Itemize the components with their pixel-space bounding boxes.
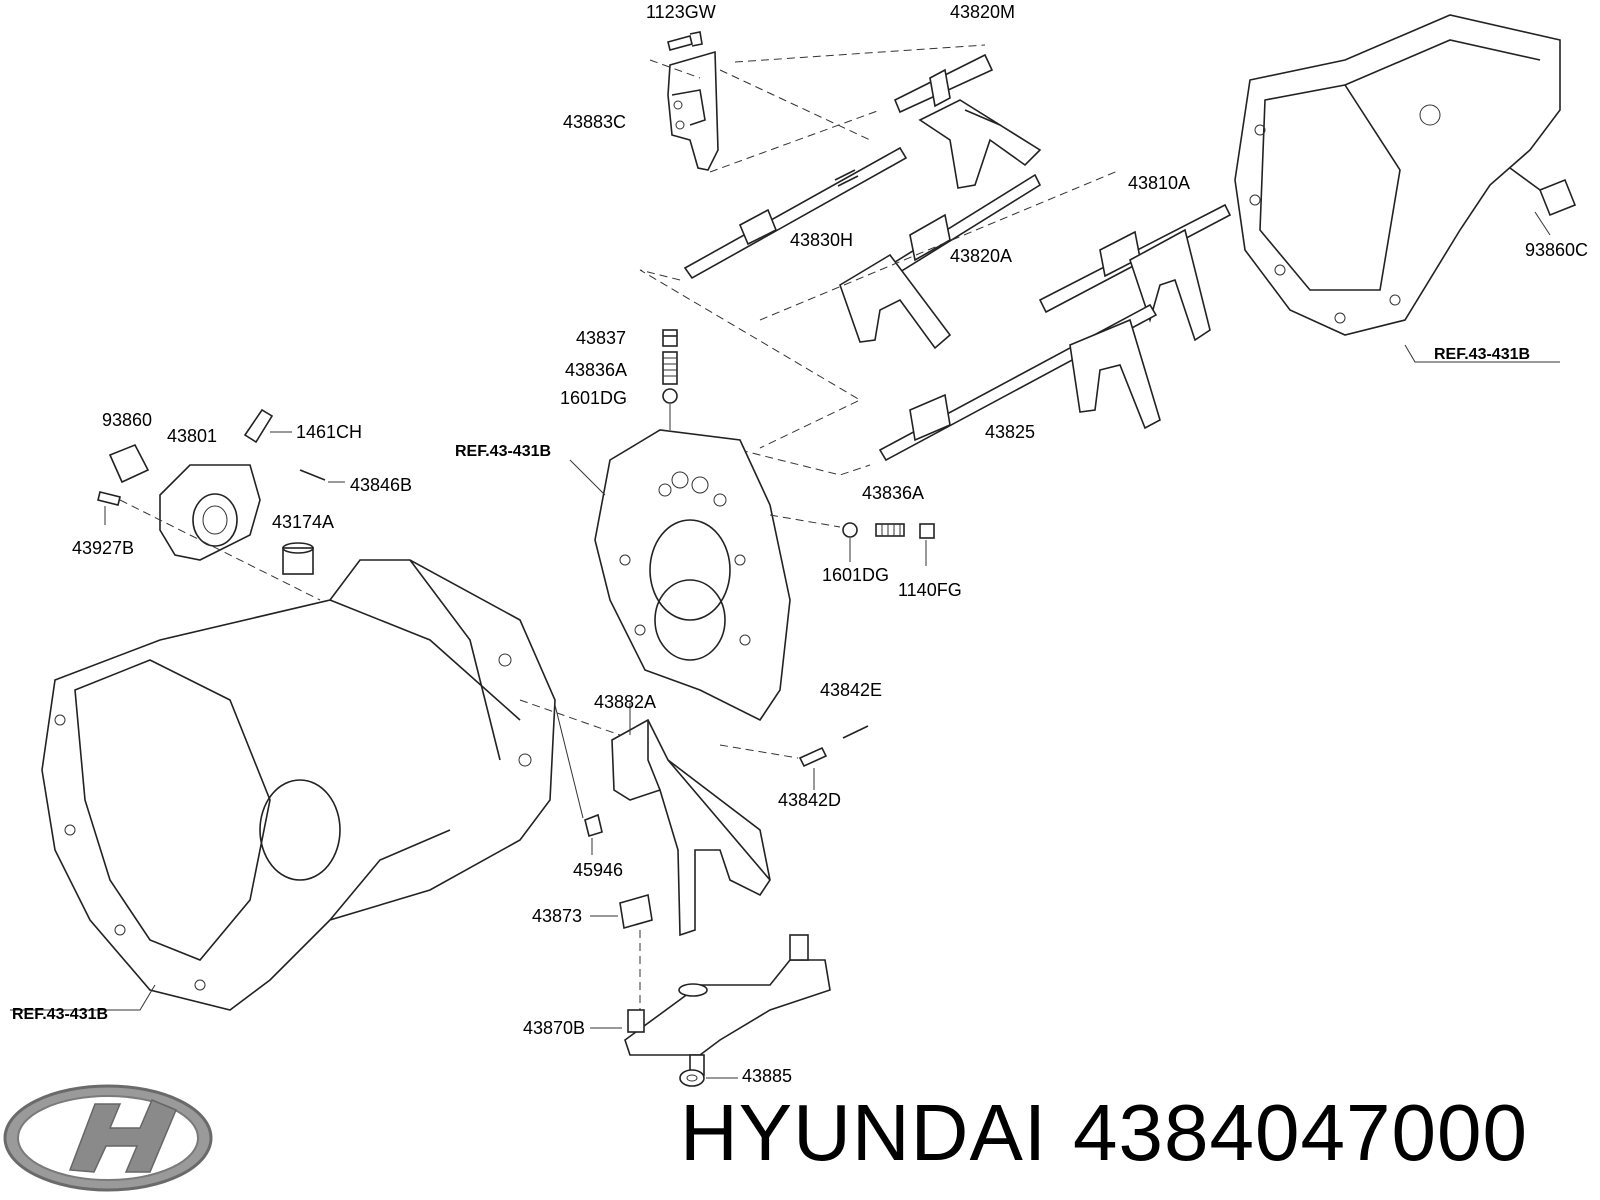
label-43820a: 43820A bbox=[950, 246, 1013, 266]
sensor-93860c bbox=[1509, 167, 1577, 217]
ref-label-center: REF.43-431B bbox=[455, 443, 552, 460]
plug-43837 bbox=[662, 329, 678, 347]
label-93860c: 93860C bbox=[1525, 240, 1589, 260]
label-43870b: 43870B bbox=[523, 1018, 586, 1038]
pin-43842e bbox=[842, 725, 869, 739]
label-1601dg-top: 1601DG bbox=[560, 388, 628, 408]
label-43846b: 43846B bbox=[350, 475, 413, 495]
shift-rail-43830h bbox=[683, 146, 908, 280]
bracket-43882a bbox=[611, 718, 771, 937]
brand-caption: HYUNDAI 4384047000 bbox=[680, 1088, 1528, 1178]
part-number: 4384047000 bbox=[1073, 1088, 1528, 1177]
label-43801: 43801 bbox=[167, 426, 218, 446]
nut-43885 bbox=[679, 1069, 705, 1087]
transmission-case-left bbox=[41, 559, 556, 1011]
shift-rail-43825 bbox=[878, 303, 1161, 462]
label-43810a: 43810A bbox=[1128, 173, 1191, 193]
label-43885: 43885 bbox=[742, 1066, 793, 1086]
ref-label-left: REF.43-431B bbox=[12, 1006, 109, 1023]
label-45946: 45946 bbox=[573, 860, 624, 880]
bolt-1123gw bbox=[667, 31, 703, 51]
label-1140fg: 1140FG bbox=[898, 580, 962, 600]
ball-1601dg-top bbox=[662, 388, 678, 404]
brand-name: HYUNDAI bbox=[680, 1088, 1048, 1177]
label-93860: 93860 bbox=[102, 410, 153, 430]
ball-1601dg-mid bbox=[842, 522, 858, 538]
label-1601dg-mid: 1601DG bbox=[822, 565, 890, 585]
shift-fork-43820a bbox=[839, 173, 1042, 350]
lever-43870b bbox=[624, 934, 831, 1076]
pin-43842d bbox=[798, 746, 828, 768]
spring-43836a-mid bbox=[875, 523, 905, 537]
label-43836a-mid: 43836A bbox=[862, 483, 925, 503]
release-housing-43801 bbox=[159, 464, 261, 561]
label-43927b: 43927B bbox=[72, 538, 135, 558]
center-plate-housing bbox=[594, 429, 791, 722]
label-1123gw: 1123GW bbox=[646, 2, 716, 22]
shift-rail-43810a bbox=[1038, 203, 1232, 342]
ref-label-right: REF.43-431B bbox=[1434, 346, 1531, 363]
bolt-45946 bbox=[584, 813, 603, 838]
label-43883c: 43883C bbox=[563, 112, 627, 132]
label-43842e: 43842E bbox=[820, 680, 883, 700]
label-43873: 43873 bbox=[532, 906, 583, 926]
rear-housing-right bbox=[1234, 14, 1561, 336]
pin-43846b bbox=[299, 469, 326, 481]
label-43882a: 43882A bbox=[594, 692, 657, 712]
bolt-43927b bbox=[97, 491, 121, 506]
bracket-43883c bbox=[667, 50, 719, 171]
plug-1140fg bbox=[919, 523, 935, 539]
clip-43873 bbox=[619, 893, 653, 930]
label-43174a: 43174A bbox=[272, 512, 335, 532]
shift-fork-43820m bbox=[893, 53, 1042, 189]
label-43830h: 43830H bbox=[790, 230, 854, 250]
label-1461ch: 1461CH bbox=[296, 422, 363, 442]
spring-43836a-top bbox=[662, 351, 678, 385]
sensor-93860 bbox=[108, 443, 150, 484]
label-43837: 43837 bbox=[576, 328, 627, 348]
hyundai-logo-icon bbox=[3, 1084, 213, 1192]
label-43820m: 43820M bbox=[950, 2, 1016, 22]
bushing-43174a bbox=[282, 542, 314, 575]
bleeder-1461ch bbox=[243, 408, 274, 444]
label-43842d: 43842D bbox=[778, 790, 842, 810]
label-43825: 43825 bbox=[985, 422, 1036, 442]
label-43836a-top: 43836A bbox=[565, 360, 628, 380]
